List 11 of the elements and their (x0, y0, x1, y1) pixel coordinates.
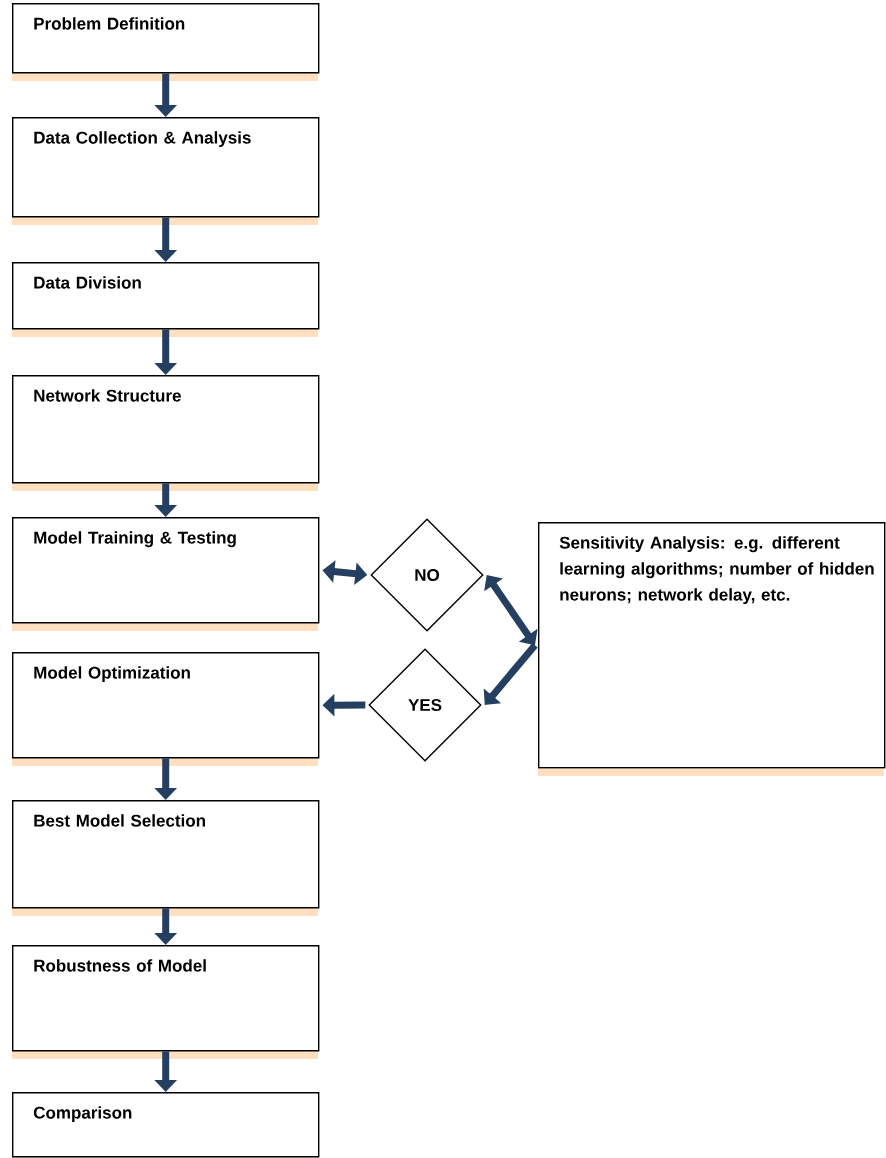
process-box: Model Optimization (12, 652, 320, 766)
process-box: Problem Definition (12, 3, 320, 81)
process-box: Comparison (12, 1092, 320, 1158)
process-box: Network Structure (12, 375, 320, 491)
process-box: Data Division (12, 262, 320, 337)
process-box: Data Collection & Analysis (12, 117, 320, 225)
process-box: Robustness of Model (12, 945, 320, 1059)
process-box: Sensitivity Analysis: e.g. different learning algorithms; number of hidden neurons; network delay, etc. (538, 522, 886, 776)
process-box: Best Model Selection (12, 800, 320, 916)
arrow (483, 642, 538, 705)
process-box: Model Training & Testing (12, 517, 320, 631)
